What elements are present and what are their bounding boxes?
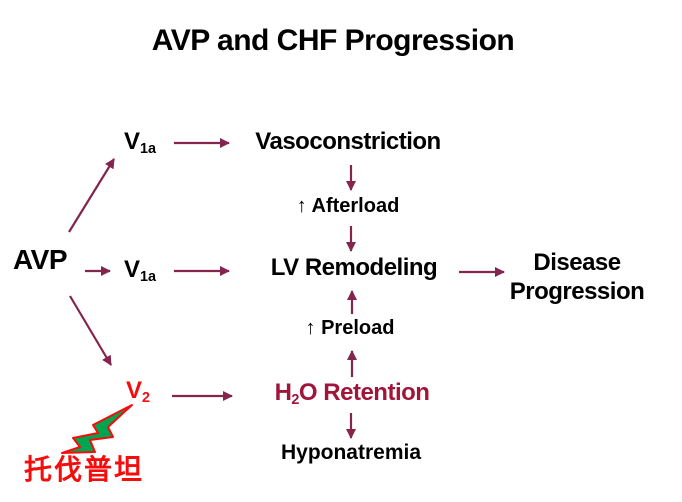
node-lv-remodeling: LV Remodeling xyxy=(270,254,438,281)
node-disease-progression: Disease Progression xyxy=(510,248,645,307)
receptor-base: V xyxy=(124,128,141,155)
receptor-base: V xyxy=(124,256,141,283)
disease-progression-line1: Disease xyxy=(533,249,621,276)
node-tolvaptan-label: 托伐普坦 xyxy=(24,455,145,486)
node-increased-afterload: ↑ Afterload xyxy=(296,195,400,217)
node-receptor-v2: V2 xyxy=(126,377,151,407)
receptor-subscript: 1a xyxy=(140,141,157,158)
lightning-bolt-icon xyxy=(61,404,133,454)
receptor-base: V xyxy=(126,377,143,404)
arrow-avp-to-v2 xyxy=(69,295,112,366)
node-hyponatremia: Hyponatremia xyxy=(280,441,422,464)
node-h2o-retention: H2O Retention xyxy=(274,379,430,409)
h2o-subscript: 2 xyxy=(291,392,299,409)
receptor-subscript: 2 xyxy=(142,390,151,407)
node-receptor-v1a-top: V1a xyxy=(124,128,157,158)
arrow-avp-to-v1a-top xyxy=(68,158,115,233)
node-receptor-v1a-mid: V1a xyxy=(124,256,157,286)
disease-progression-line2: Progression xyxy=(509,278,645,306)
page-title: AVP and CHF Progression xyxy=(151,24,515,57)
node-vasoconstriction: Vasoconstriction xyxy=(255,128,441,155)
h2o-base: H xyxy=(274,379,292,406)
h2o-rest: O Retention xyxy=(298,379,430,406)
node-increased-preload: ↑ Preload xyxy=(305,317,395,339)
node-avp: AVP xyxy=(13,244,68,275)
receptor-subscript: 1a xyxy=(140,269,157,286)
